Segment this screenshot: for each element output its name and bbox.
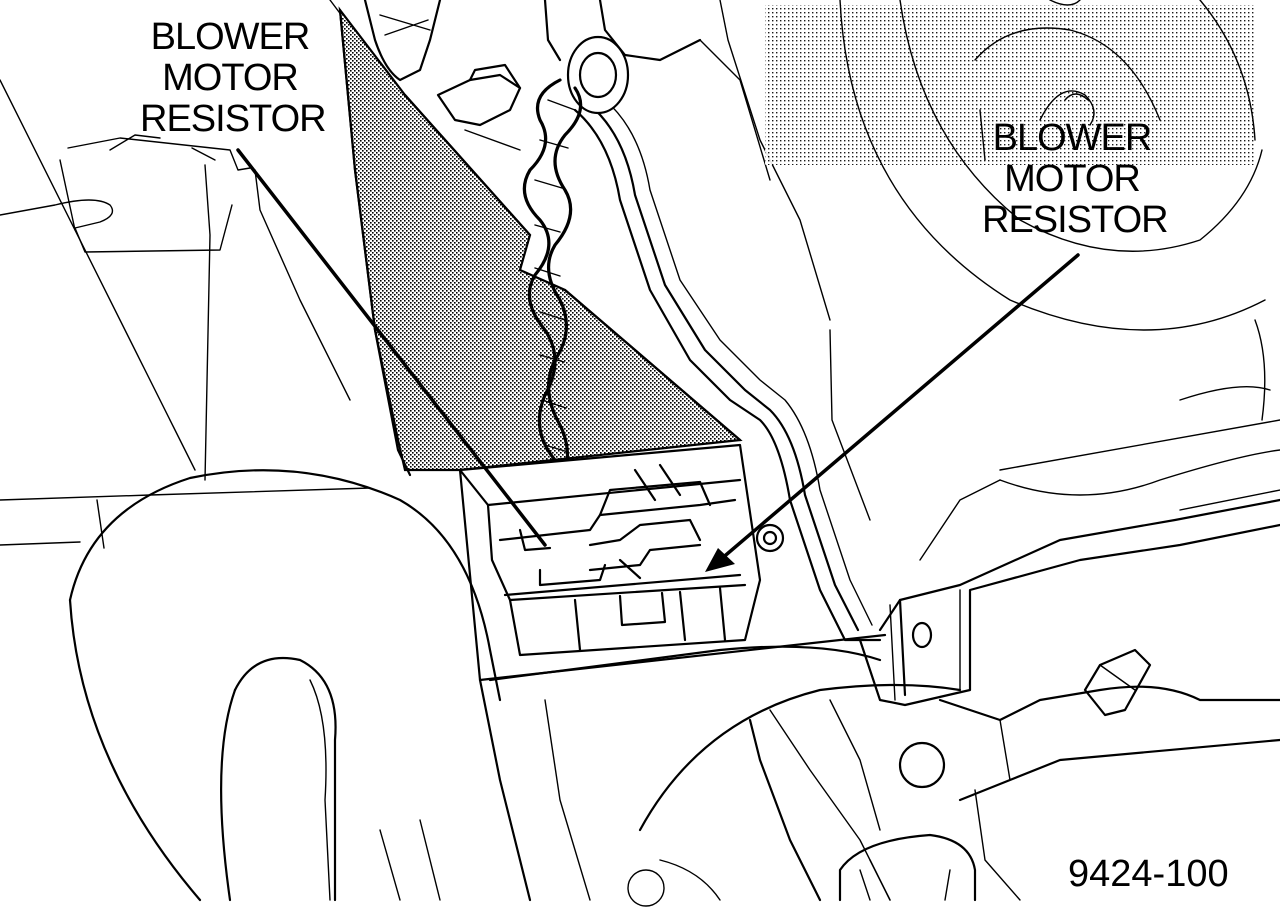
shaded-panel xyxy=(338,6,743,477)
left-callout-leader xyxy=(236,148,547,547)
callout-line: RESISTOR xyxy=(140,98,327,140)
lower-duct xyxy=(68,469,882,902)
blower-motor-resistor-callout-right: BLOWER MOTOR RESISTOR xyxy=(982,117,1169,241)
callout-line: MOTOR xyxy=(1004,158,1141,200)
wiring-harness xyxy=(363,0,702,577)
right-callout-arrowhead xyxy=(705,548,735,572)
housing-background-lines xyxy=(0,0,871,549)
resistor-block xyxy=(458,443,887,682)
leader-lines xyxy=(236,148,1080,572)
callout-line: BLOWER xyxy=(150,16,311,58)
blower-motor-resistor-callout-left: BLOWER MOTOR RESISTOR xyxy=(140,16,327,140)
right-callout-leader xyxy=(718,253,1080,562)
figure-number: 9424-100 xyxy=(1068,853,1229,895)
callout-line: BLOWER xyxy=(992,117,1153,159)
blower-housing xyxy=(765,0,1280,496)
callout-line: RESISTOR xyxy=(982,199,1169,241)
duct-frame xyxy=(573,99,1280,707)
callout-line: MOTOR xyxy=(162,57,299,99)
lower-mechanism xyxy=(627,648,1280,907)
